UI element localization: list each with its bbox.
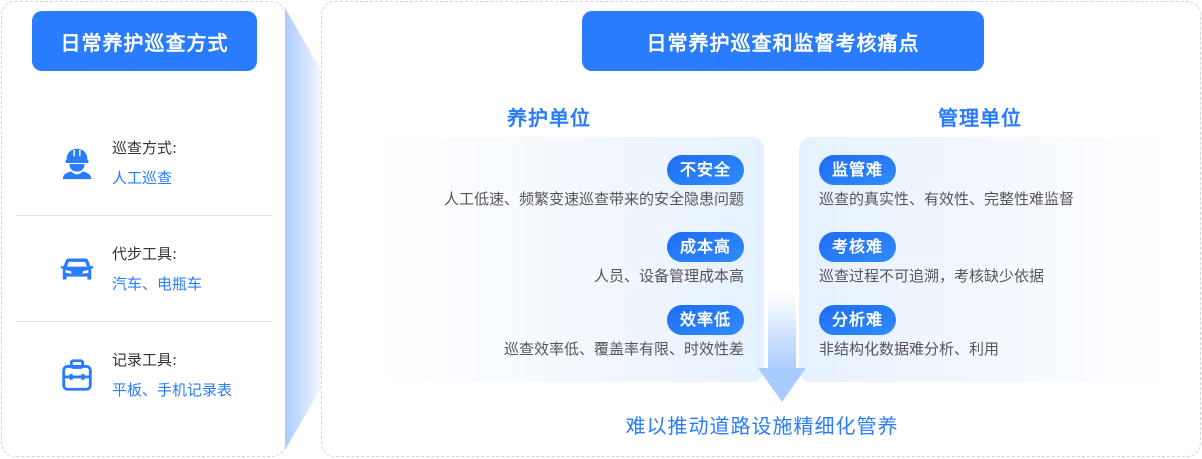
method-label: 记录工具: [112,351,178,369]
pain-badge: 不安全 [666,155,744,185]
pain-item: 效率低 巡查效率低、覆盖率有限、时效性差 [504,305,744,360]
inspection-methods-title: 日常养护巡查方式 [32,11,257,71]
pain-badge: 成本高 [666,232,744,262]
pain-description: 巡查的真实性、有效性、完整性难监督 [819,190,1075,208]
panel-connector [285,8,321,450]
pain-description: 人员、设备管理成本高 [593,267,744,285]
pain-description: 巡查效率低、覆盖率有限、时效性差 [503,340,744,358]
pain-item: 成本高 人员、设备管理成本高 [594,232,744,287]
method-list: 巡查方式: 人工巡查 代步工具: 汽车、电瓶车 [16,110,272,428]
worker-helmet-icon [58,144,96,182]
inspection-methods-panel: 日常养护巡查方式 巡查方式: 人工巡查 [1,1,286,457]
pain-badge: 考核难 [819,232,897,262]
method-item-transport: 代步工具: 汽车、电瓶车 [16,216,272,322]
method-label: 代步工具: [112,244,178,263]
pain-points-panel: 日常养护巡查和监督考核痛点 养护单位 管理单位 不安全 人工低速、频繁变速巡查带… [321,1,1201,457]
pain-points-title: 日常养护巡查和监督考核痛点 [582,11,984,71]
method-value: 汽车、电瓶车 [112,274,203,293]
method-label: 巡查方式: [112,138,178,157]
pain-item: 分析难 非结构化数据难分析、利用 [819,305,999,360]
maintenance-unit-heading: 养护单位 [507,106,591,130]
management-unit-heading: 管理单位 [938,106,1022,130]
pain-item: 监管难 巡查的真实性、有效性、完整性难监督 [819,155,1074,210]
maintenance-unit-card: 不安全 人工低速、频繁变速巡查带来的安全隐患问题 成本高 人员、设备管理成本高 … [376,137,764,382]
pain-badge: 分析难 [819,305,897,335]
method-item-inspection: 巡查方式: 人工巡查 [16,110,272,216]
toolbox-icon [58,356,96,394]
pain-item: 考核难 巡查过程不可追溯，考核缺少依据 [819,232,1044,287]
method-value: 平板、手机记录表 [112,381,233,399]
conclusion-text: 难以推动道路设施精细化管养 [625,414,899,438]
pain-description: 巡查过程不可追溯，考核缺少依据 [819,267,1045,285]
pain-badge: 监管难 [819,155,897,185]
pain-item: 不安全 人工低速、频繁变速巡查带来的安全隐患问题 [444,155,744,210]
method-item-recording: 记录工具: 平板、手机记录表 [16,322,272,428]
pain-badge: 效率低 [666,305,744,335]
car-icon [58,250,96,288]
down-arrow-icon [758,292,806,402]
pain-description: 人工低速、频繁变速巡查带来的安全隐患问题 [443,190,744,208]
method-value: 人工巡查 [112,168,173,187]
management-unit-card: 监管难 巡查的真实性、有效性、完整性难监督 考核难 巡查过程不可追溯，考核缺少依… [799,137,1171,382]
pain-description: 非结构化数据难分析、利用 [819,340,1000,358]
